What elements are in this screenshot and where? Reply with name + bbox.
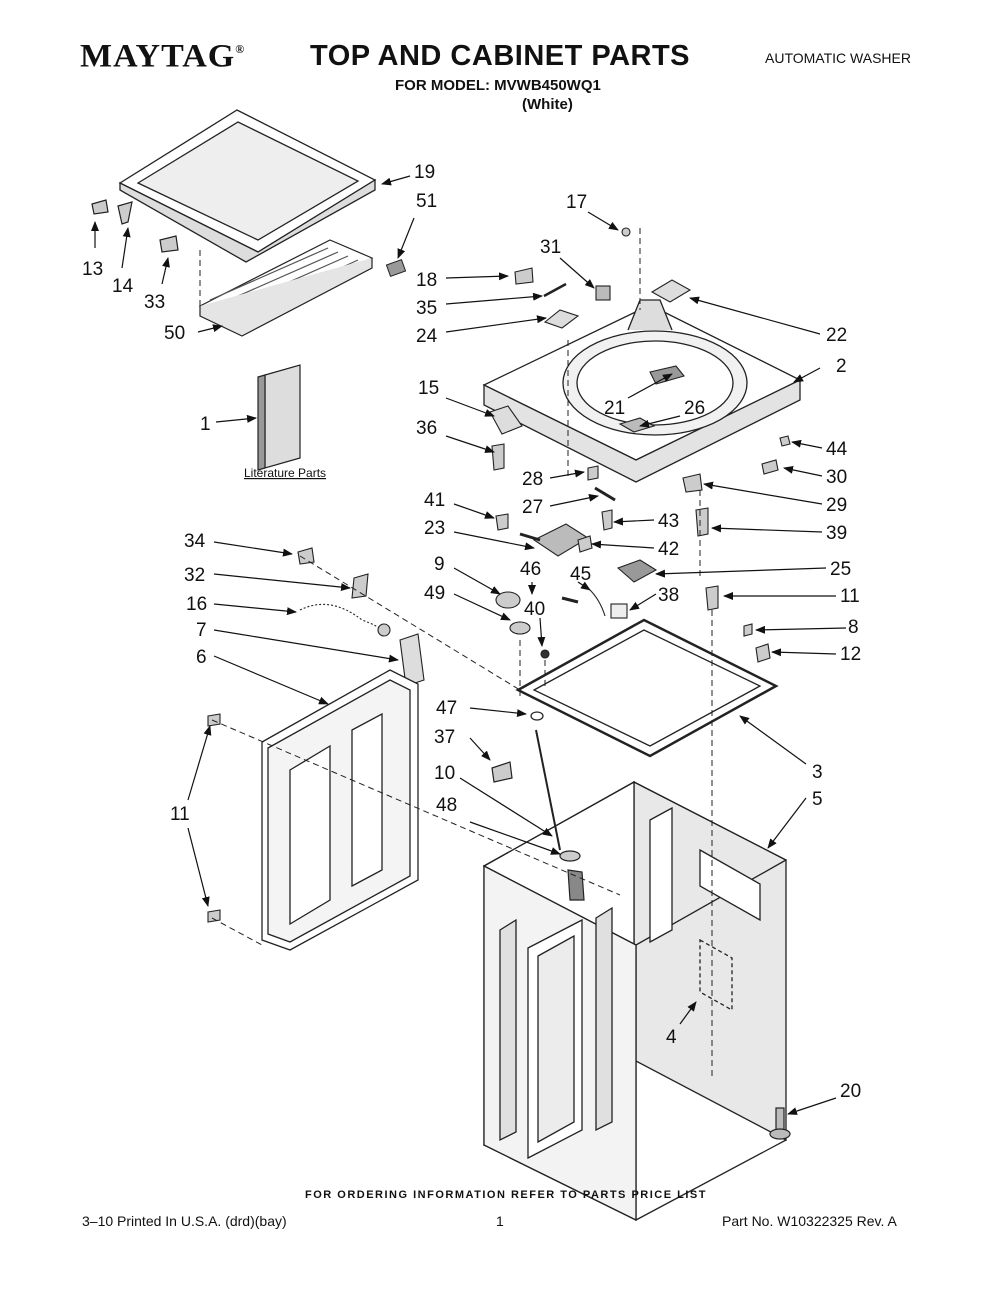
callout-16: 16 (186, 594, 207, 615)
leveling-leg-drawing (769, 1107, 791, 1140)
callout-32: 32 (184, 565, 205, 586)
callout-18: 18 (416, 270, 437, 291)
alignment-lines (199, 228, 713, 1080)
callout-41: 41 (424, 490, 445, 511)
suspension-rod-drawing (491, 711, 585, 901)
callout-44: 44 (826, 439, 848, 460)
callout-36: 36 (416, 418, 437, 439)
callout-1: 1 (200, 414, 211, 435)
callout-14: 14 (112, 276, 134, 297)
callout-8: 8 (848, 617, 859, 638)
color-line: (White) (522, 96, 573, 113)
page-title: TOP AND CABINET PARTS (310, 40, 691, 72)
callout-10: 10 (434, 763, 455, 784)
callout-13: 13 (82, 259, 103, 280)
right-small-parts-drawing (705, 585, 771, 663)
hinge-screws-drawing (91, 199, 179, 253)
part-number: Part No. W10322325 Rev. A (722, 1213, 897, 1229)
callout-6: 6 (196, 647, 207, 668)
callout-49: 49 (424, 583, 445, 604)
callout-26: 26 (684, 398, 705, 419)
page-number: 1 (496, 1213, 504, 1229)
callout-39: 39 (826, 523, 847, 544)
callout-4: 4 (666, 1027, 677, 1048)
callout-33: 33 (144, 292, 165, 313)
callout-5: 5 (812, 789, 823, 810)
brand-logo: MAYTAG® (80, 39, 245, 75)
callout-28: 28 (522, 469, 543, 490)
callout-27: 27 (522, 497, 543, 518)
left-small-parts-drawing (297, 547, 628, 687)
callout-21: 21 (604, 398, 625, 419)
callout-23: 23 (424, 518, 445, 539)
callout-20: 20 (840, 1081, 861, 1102)
callout-24: 24 (416, 326, 438, 347)
print-info: 3–10 Printed In U.S.A. (drd)(bay) (82, 1213, 287, 1229)
mid-small-parts-drawing (495, 465, 658, 583)
callout-9: 9 (434, 554, 445, 575)
callout-30: 30 (826, 467, 847, 488)
callout-25: 25 (830, 559, 851, 580)
registered-mark: ® (235, 42, 246, 57)
callout-17: 17 (566, 192, 587, 213)
cabinet-frame-drawing (515, 618, 779, 758)
rear-panel-drawing (261, 669, 419, 951)
callout-40: 40 (524, 599, 545, 620)
callout-38: 38 (658, 585, 679, 606)
rear-panel-screws-drawing (207, 713, 221, 923)
lid-drawing (118, 109, 377, 263)
callout-11-right: 11 (840, 586, 860, 607)
callout-45: 45 (570, 564, 591, 585)
product-type: AUTOMATIC WASHER (765, 50, 911, 66)
callout-7: 7 (196, 620, 207, 641)
tray-drawing (198, 239, 374, 337)
ordering-note: FOR ORDERING INFORMATION REFER TO PARTS … (305, 1189, 707, 1201)
callout-2: 2 (836, 356, 847, 377)
callout-31: 31 (540, 237, 561, 258)
callout-47: 47 (436, 698, 457, 719)
callout-43: 43 (658, 511, 679, 532)
literature-parts-label: Literature Parts (244, 466, 326, 480)
callout-29: 29 (826, 495, 847, 516)
callout-48: 48 (436, 795, 457, 816)
callout-50: 50 (164, 323, 185, 344)
callout-42: 42 (658, 539, 679, 560)
callout-34: 34 (184, 531, 206, 552)
callout-51: 51 (416, 191, 437, 212)
cabinet-drawing (482, 780, 788, 1222)
callout-12: 12 (840, 644, 861, 665)
callout-37: 37 (434, 727, 455, 748)
lid-bumper-drawing (385, 258, 407, 278)
callout-46: 46 (520, 559, 541, 580)
callout-35: 35 (416, 298, 437, 319)
leader-lines (91, 175, 847, 1115)
callout-numbers: 19 51 13 14 33 50 1 17 31 18 35 24 22 2 … (82, 162, 861, 1102)
callout-15: 15 (418, 378, 439, 399)
callout-11-left: 11 (170, 804, 190, 825)
callout-19: 19 (414, 162, 435, 183)
literature-book-drawing (257, 364, 301, 471)
brand-name: MAYTAG (80, 38, 236, 75)
callout-22: 22 (826, 325, 847, 346)
callout-3: 3 (812, 762, 823, 783)
model-line: FOR MODEL: MVWB450WQ1 (395, 77, 601, 94)
